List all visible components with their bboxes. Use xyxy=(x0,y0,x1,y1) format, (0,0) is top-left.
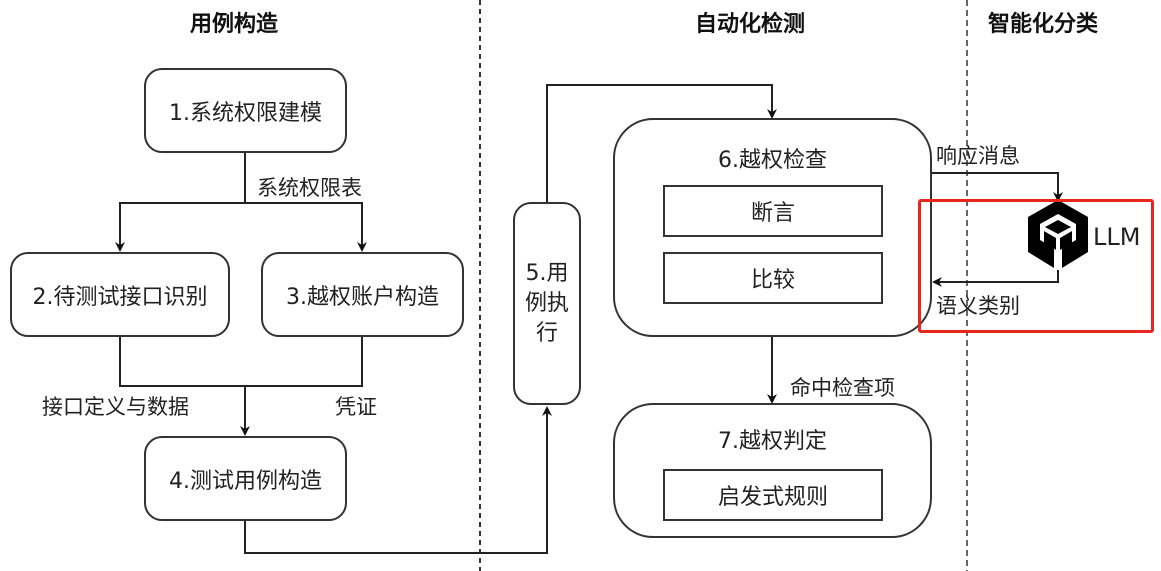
node-label-line: 例执 xyxy=(524,290,569,316)
subnode-label: 启发式规则 xyxy=(717,485,828,510)
subnode-heuristic-rules[interactable]: 启发式规则 xyxy=(663,469,883,521)
edge-6-to-llm xyxy=(932,172,1063,202)
node-test-case-construction[interactable]: 4.测试用例构造 xyxy=(144,436,347,521)
edge-label-hit-items: 命中检查项 xyxy=(790,376,895,400)
node-label: 6.越权检查 xyxy=(718,148,827,173)
node-interface-identification[interactable]: 2.待测试接口识别 xyxy=(10,252,230,337)
node-system-permission-modeling[interactable]: 1.系统权限建模 xyxy=(144,68,347,153)
llm-cube-icon xyxy=(1028,200,1088,268)
llm-label: LLM xyxy=(1093,223,1141,251)
edge-llm-to-6 xyxy=(932,270,1059,287)
subnode-label: 比较 xyxy=(750,268,795,293)
node-label: 4.测试用例构造 xyxy=(169,468,322,494)
node-label: 7.越权判定 xyxy=(718,429,827,454)
section-title-automated-detection: 自动化检测 xyxy=(695,12,806,37)
edge-label-credentials: 凭证 xyxy=(335,395,377,419)
node-label-line: 5.用 xyxy=(525,260,569,286)
edge-label-response: 响应消息 xyxy=(936,144,1020,168)
subnode-comparison[interactable]: 比较 xyxy=(663,252,883,304)
edge-2-3-to-4 xyxy=(119,336,363,436)
section-title-case-construction: 用例构造 xyxy=(190,12,279,37)
node-label: 2.待测试接口识别 xyxy=(32,284,208,310)
node-label-line: 行 xyxy=(535,320,558,346)
subnode-label: 断言 xyxy=(750,201,795,226)
edge-label-permission-table: 系统权限表 xyxy=(257,176,362,200)
edge-label-interface-data: 接口定义与数据 xyxy=(42,395,189,419)
edge-4-to-5 xyxy=(244,406,552,554)
node-label: 3.越权账户构造 xyxy=(286,284,439,310)
llm-highlight-box xyxy=(918,199,1154,333)
node-case-execution[interactable]: 5.用 例执 行 xyxy=(513,202,581,405)
subnode-assertion[interactable]: 断言 xyxy=(663,185,883,237)
node-privilege-account-construction[interactable]: 3.越权账户构造 xyxy=(261,252,464,337)
edge-1-to-2-3 xyxy=(115,152,367,252)
edge-label-semantic-category: 语义类别 xyxy=(936,294,1020,318)
section-title-intelligent-classification: 智能化分类 xyxy=(988,12,1099,37)
edge-5-to-6 xyxy=(546,84,777,203)
node-label: 1.系统权限建模 xyxy=(169,100,322,126)
